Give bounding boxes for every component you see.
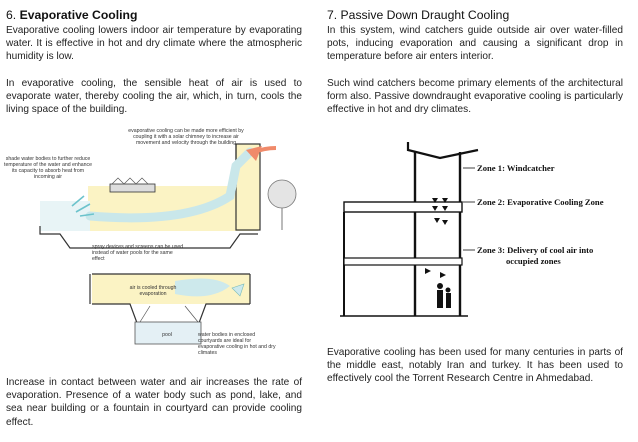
people-icon: [437, 283, 451, 308]
paragraph: Evaporative cooling has been used for ma…: [327, 347, 623, 385]
lower-floor-slab: [343, 257, 463, 266]
label-pool: pool: [162, 332, 172, 338]
tree-icon: [267, 179, 297, 209]
cool-air-arrow: [231, 283, 245, 297]
heading-number: 6.: [6, 8, 17, 22]
airflow-path: [85, 147, 255, 223]
label-air-cooled: air is cooled through evaporation: [129, 285, 177, 297]
label-solar-chimney: evaporative cooling can be made more eff…: [128, 128, 244, 146]
zone-2-label: Zone 2: Evaporative Cooling Zone: [477, 197, 604, 207]
airflow-arrows: [425, 198, 448, 278]
right-column: 7. Passive Down Draught Cooling In this …: [327, 8, 623, 116]
paragraph: Increase in contact between water and ai…: [6, 377, 302, 428]
heading-title: Evaporative Cooling: [19, 8, 138, 22]
upper-floor-slab: [343, 201, 463, 213]
cool-air-cloud: [175, 278, 230, 297]
zone-1-label: Zone 1: Windcatcher: [477, 163, 555, 173]
label-courtyard: water bodies in enclosed courtyards are …: [198, 332, 276, 356]
right-bottom-text: Evaporative cooling has been used for ma…: [327, 346, 623, 386]
windcatcher-roof: [406, 142, 479, 160]
ground-line: [39, 226, 258, 249]
left-bottom-text: Increase in contact between water and ai…: [6, 376, 302, 429]
zone-3-label-cont: occupied zones: [506, 256, 561, 266]
pool: [134, 321, 202, 345]
left-column: 6. Evaporative Cooling Evaporative cooli…: [6, 8, 302, 116]
diagram-drawing: [39, 143, 297, 345]
label-shade-water: shade water bodies to further reduce tem…: [4, 156, 92, 180]
label-spray-devices: spray devices and screens can be used in…: [92, 244, 184, 262]
paragraph: In evaporative cooling, the sensible hea…: [6, 77, 302, 116]
paragraph: In this system, wind catchers guide outs…: [327, 25, 623, 63]
paragraph: Such wind catchers become primary elemen…: [327, 77, 623, 116]
shade-canopy: [109, 183, 156, 193]
wind-catcher-diagram: Zone 1: Windcatcher Zone 2: Evaporative …: [330, 140, 630, 340]
windcatcher-drawing: [340, 142, 479, 317]
evaporative-cooling-diagram: evaporative cooling can be made more eff…: [0, 126, 300, 366]
section-heading-passive-downdraught: 7. Passive Down Draught Cooling: [327, 8, 510, 22]
spray-icon: [71, 195, 95, 217]
paragraph: Evaporative cooling lowers indoor air te…: [6, 25, 302, 63]
zone-3-label: Zone 3: Delivery of cool air into: [477, 245, 594, 255]
section-heading-evaporative-cooling: 6. Evaporative Cooling: [6, 8, 302, 23]
